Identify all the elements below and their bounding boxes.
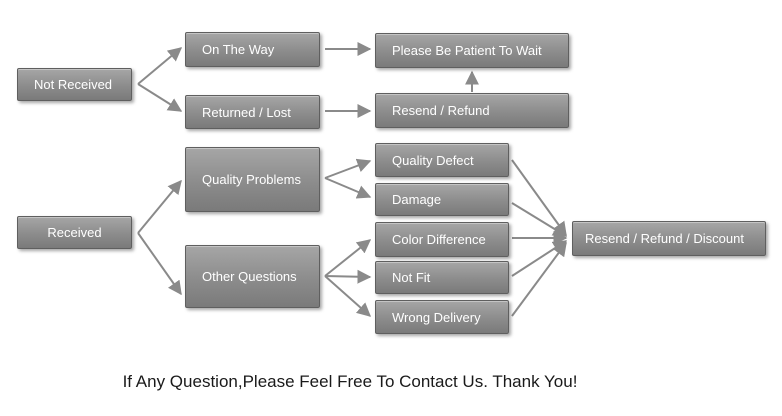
arrow-damage-to-final (511, 202, 568, 237)
arrow-defect-to-final (511, 159, 567, 237)
node-not-fit: Not Fit (375, 261, 509, 294)
node-wrong-delivery: Wrong Delivery (375, 300, 509, 334)
node-on-the-way: On The Way (185, 32, 320, 67)
arrow-other-to-wrong (324, 275, 372, 317)
node-please-wait: Please Be Patient To Wait (375, 33, 569, 68)
arrow-other-to-notfit (324, 269, 372, 284)
arrow-wrong-to-final (511, 241, 567, 317)
arrow-other-to-color (324, 239, 372, 277)
arrow-notfit-to-final (511, 240, 568, 277)
footer-message: If Any Question,Please Feel Free To Cont… (122, 372, 578, 391)
arrow-quality-to-damage (324, 177, 372, 199)
node-returned-lost: Returned / Lost (185, 95, 320, 129)
arrow-received-to-other (137, 232, 182, 296)
node-resend-refund: Resend / Refund (375, 93, 569, 128)
arrow-notreceived-to-ontheway (137, 47, 183, 85)
node-not-received: Not Received (17, 68, 132, 101)
node-resend-refund-discount: Resend / Refund / Discount (572, 221, 766, 256)
node-quality-problems: Quality Problems (185, 147, 320, 212)
node-received: Received (17, 216, 132, 249)
node-other-questions: Other Questions (185, 245, 320, 308)
node-color-difference: Color Difference (375, 222, 509, 257)
node-damage: Damage (375, 183, 509, 216)
arrow-received-to-quality (137, 179, 182, 234)
arrow-notreceived-to-returnedlost (137, 83, 183, 112)
node-quality-defect: Quality Defect (375, 143, 509, 177)
arrow-quality-to-defect (324, 158, 372, 179)
